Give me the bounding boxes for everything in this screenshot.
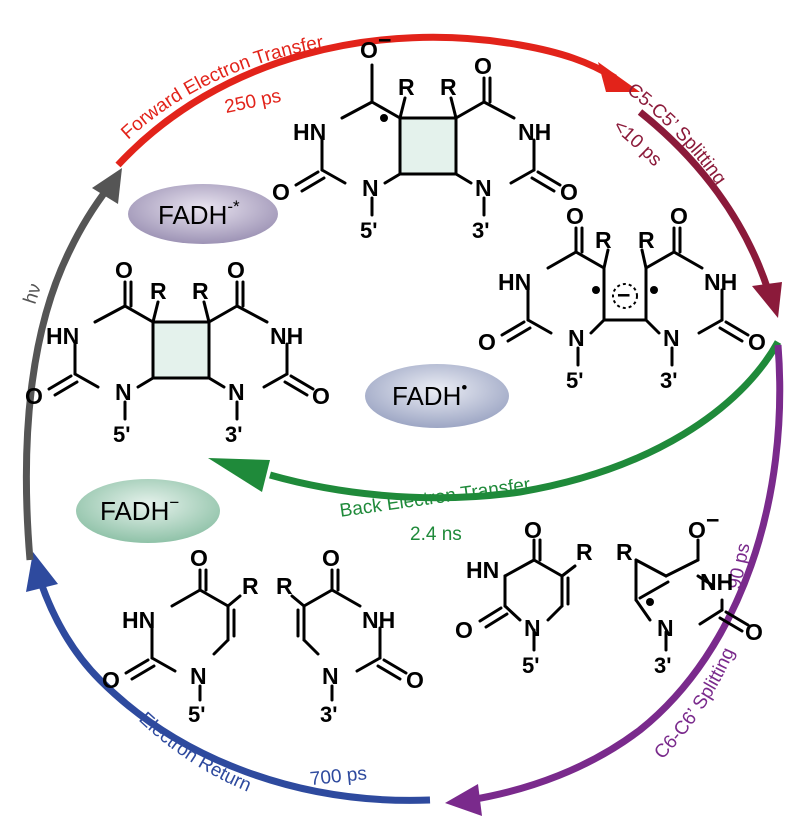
r-atom: R — [638, 227, 655, 253]
o-atom: O — [190, 545, 208, 571]
dimer-radical-anion-structure: O − HN O N 5' R R O NH O N 3' — [272, 27, 578, 243]
r-atom: R — [616, 539, 633, 565]
hn-atom: HN — [46, 323, 79, 349]
hn-atom: HN — [293, 119, 326, 145]
o-atom: O — [745, 619, 763, 645]
c6-splitting-arrow — [445, 344, 784, 816]
split-monomers-radical-structure: O HN O N 5' R O − R NH O N 3' — [455, 507, 763, 678]
r-atom: R — [276, 573, 293, 599]
back-transfer-time: 2.4 ns — [410, 524, 462, 545]
o-atom: O — [227, 257, 245, 283]
nh-atom: NH — [270, 323, 303, 349]
back-transfer-label: Back Electron Transfer — [338, 474, 532, 522]
o-atom: O — [670, 203, 688, 229]
n-atom: N — [663, 325, 680, 351]
electron-return-time: 700 ps — [309, 763, 368, 790]
nh-atom: NH — [518, 119, 551, 145]
pos5-label: 5' — [188, 702, 205, 727]
minus-charge: − — [617, 282, 630, 308]
r-atom: R — [595, 227, 612, 253]
o-atom: O — [455, 617, 473, 643]
o-atom: O — [406, 667, 424, 693]
o-atom: O — [272, 179, 290, 205]
hn-atom: HN — [466, 557, 499, 583]
nh-atom: NH — [700, 569, 733, 595]
pos5-label: 5' — [360, 218, 377, 243]
fadh-excited-sup: -* — [227, 197, 240, 216]
photoexcitation-label: hν — [20, 281, 46, 307]
fadh-radical-main: FADH — [392, 381, 461, 411]
o-atom: O — [474, 53, 492, 79]
fadh-excited-main: FADH — [158, 200, 227, 230]
fadh-excited-badge: FADH-* — [128, 184, 278, 244]
forward-transfer-arrow — [115, 33, 640, 168]
o-atom: O — [102, 667, 120, 693]
n-atom: N — [568, 325, 585, 351]
minus-charge: − — [706, 507, 719, 533]
svg-text:FADH-*: FADH-* — [158, 197, 240, 230]
pos5-label: 5' — [522, 653, 539, 678]
o-atom: O — [560, 179, 578, 205]
repaired-monomers-structure: O HN O N 5' R O NH O N 3' R — [102, 545, 424, 727]
r-atom: R — [576, 539, 593, 565]
hn-atom: HN — [498, 269, 531, 295]
pos3-label: 3' — [472, 218, 489, 243]
svg-text:FADH•: FADH• — [392, 378, 467, 411]
cyclobutane-dimer-structure: O HN O N 5' R R O NH O N 3' — [25, 257, 330, 447]
fadh-radical-sup: • — [461, 378, 467, 397]
c5-splitting-arrow — [637, 109, 782, 318]
o-atom: O — [524, 517, 542, 543]
fadh-radical-badge: FADH• — [365, 364, 509, 428]
radical-dot — [646, 598, 654, 606]
forward-transfer-time: 250 ps — [223, 86, 283, 118]
pos5-label: 5' — [566, 368, 583, 393]
n-atom: N — [115, 379, 132, 405]
photoexcitation-arrow — [22, 168, 122, 561]
o-atom: O — [478, 329, 496, 355]
o-atom: O — [312, 383, 330, 409]
r-atom: R — [150, 278, 167, 304]
radical-dot — [592, 286, 600, 294]
c5-split-intermediate-structure: − O HN O N 5' R R O NH O N 3' — [478, 203, 766, 393]
radical-dot — [650, 286, 658, 294]
nh-atom: NH — [704, 269, 737, 295]
back-transfer-arrow — [208, 340, 782, 502]
o-minus-atom: O — [688, 517, 706, 543]
o-atom: O — [25, 383, 43, 409]
hn-atom: HN — [122, 607, 155, 633]
electron-return-arrow — [26, 552, 431, 804]
nh-atom: NH — [362, 607, 395, 633]
pos3-label: 3' — [225, 422, 242, 447]
o-atom: O — [115, 257, 133, 283]
r-atom: R — [242, 573, 259, 599]
r-atom: R — [192, 278, 209, 304]
o-atom: O — [322, 545, 340, 571]
minus-charge: − — [378, 27, 391, 53]
pos3-label: 3' — [654, 653, 671, 678]
o-atom: O — [566, 203, 584, 229]
r-atom: R — [398, 74, 415, 100]
pos5-label: 5' — [113, 422, 130, 447]
fadh-anion-sup: − — [169, 493, 179, 512]
n-atom: N — [322, 663, 339, 689]
n-atom: N — [524, 615, 541, 641]
pos3-label: 3' — [320, 702, 337, 727]
n-atom: N — [190, 663, 207, 689]
n-atom: N — [362, 175, 379, 201]
o-minus-atom: O — [360, 37, 378, 63]
svg-text:FADH−: FADH− — [100, 493, 179, 526]
n-atom: N — [228, 379, 245, 405]
fadh-anion-badge: FADH− — [76, 479, 220, 543]
o-atom: O — [748, 329, 766, 355]
n-atom: N — [475, 175, 492, 201]
r-atom: R — [440, 74, 457, 100]
radical-dot — [380, 114, 388, 122]
n-atom: N — [657, 615, 674, 641]
fadh-anion-main: FADH — [100, 496, 169, 526]
pos3-label: 3' — [660, 368, 677, 393]
